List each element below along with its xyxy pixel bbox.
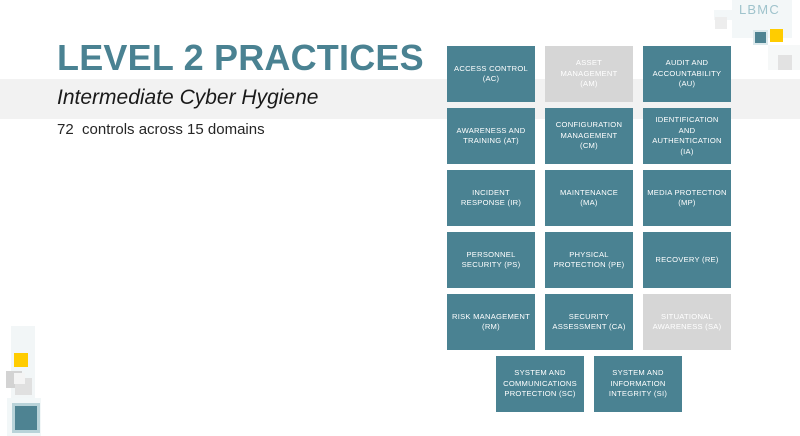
domain-tile-sa[interactable]: SITUATIONAL AWARENESS (SA)	[643, 294, 731, 350]
logo-square-teal-icon	[753, 30, 768, 45]
logo-wordmark-text: LBMC	[739, 2, 780, 17]
domain-tile-ac[interactable]: ACCESS CONTROL (AC)	[447, 46, 535, 102]
domain-tile-si[interactable]: SYSTEM AND INFORMATION INTEGRITY (SI)	[594, 356, 682, 412]
deco-square-teal-icon	[12, 403, 40, 433]
domain-tile-am[interactable]: ASSET MANAGEMENT (AM)	[545, 46, 633, 102]
domain-tile-ir[interactable]: INCIDENT RESPONSE (IR)	[447, 170, 535, 226]
deco-square-white-icon	[14, 373, 25, 384]
logo-square-yellow-icon	[770, 29, 783, 42]
page-title: LEVEL 2 PRACTICES	[57, 37, 424, 78]
controls-summary-text: 72 controls across 15 domains	[57, 121, 265, 138]
logo-panel-accent-left	[714, 10, 748, 20]
logo-square-grey-lower-icon	[778, 55, 792, 70]
domain-tile-ca[interactable]: SECURITY ASSESSMENT (CA)	[545, 294, 633, 350]
domain-tile-ia[interactable]: IDENTIFICATION AND AUTHENTICATION (IA)	[643, 108, 731, 164]
domain-tile-sc[interactable]: SYSTEM AND COMMUNICATIONS PROTECTION (SC…	[496, 356, 584, 412]
logo-square-grey-icon	[715, 17, 727, 29]
domain-tile-ps[interactable]: PERSONNEL SECURITY (PS)	[447, 232, 535, 288]
domain-tile-at[interactable]: AWARENESS AND TRAINING (AT)	[447, 108, 535, 164]
domain-tile-au[interactable]: AUDIT AND ACCOUNTABILITY (AU)	[643, 46, 731, 102]
lbmc-logo: LBMC	[710, 0, 800, 70]
domain-tile-re[interactable]: RECOVERY (RE)	[643, 232, 731, 288]
domain-tile-rm[interactable]: RISK MANAGEMENT (RM)	[447, 294, 535, 350]
page-subtitle: Intermediate Cyber Hygiene	[57, 86, 319, 109]
decorative-square-cluster	[0, 290, 80, 436]
domain-grid: ACCESS CONTROL (AC) ASSET MANAGEMENT (AM…	[447, 46, 739, 412]
domain-tile-pe[interactable]: PHYSICAL PROTECTION (PE)	[545, 232, 633, 288]
domain-tile-cm[interactable]: CONFIGURATION MANAGEMENT (CM)	[545, 108, 633, 164]
deco-square-yellow-icon	[14, 353, 28, 367]
domain-tile-ma[interactable]: MAINTENANCE (MA)	[545, 170, 633, 226]
domain-tile-mp[interactable]: MEDIA PROTECTION (MP)	[643, 170, 731, 226]
